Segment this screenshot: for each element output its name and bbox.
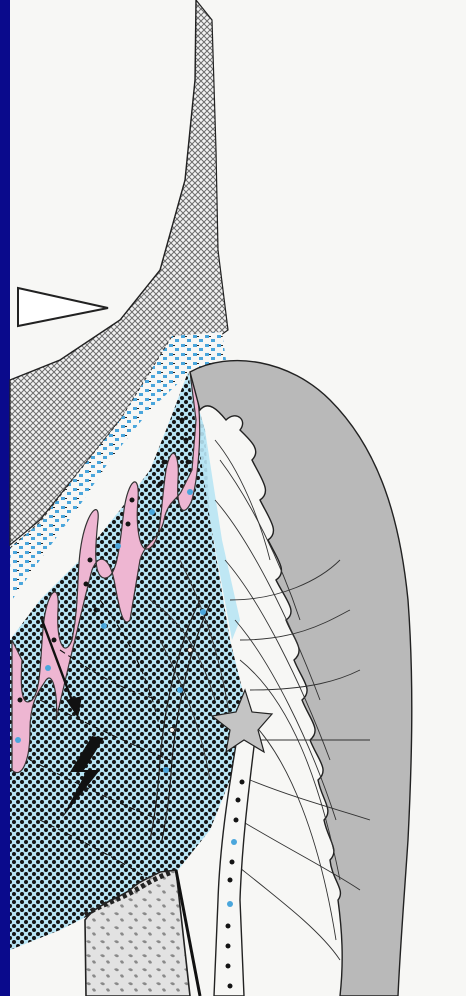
diagram-stage bbox=[0, 0, 466, 996]
periodontal-diagram bbox=[0, 0, 466, 996]
